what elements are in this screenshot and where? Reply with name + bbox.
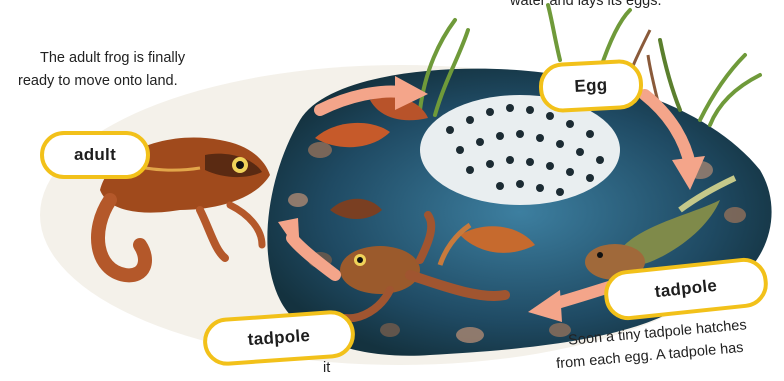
caption-top-right-fragment: water and lays its eggs.	[510, 0, 662, 12]
egg-mass	[420, 95, 620, 205]
caption-adult-ready-line1: The adult frog is finally	[40, 48, 185, 69]
caption-adult-ready-line2: ready to move onto land.	[18, 71, 178, 92]
stage-label-adult: adult	[40, 131, 150, 179]
stage-label-egg: Egg	[538, 58, 644, 113]
caption-bottom-fragment: it	[323, 358, 330, 379]
